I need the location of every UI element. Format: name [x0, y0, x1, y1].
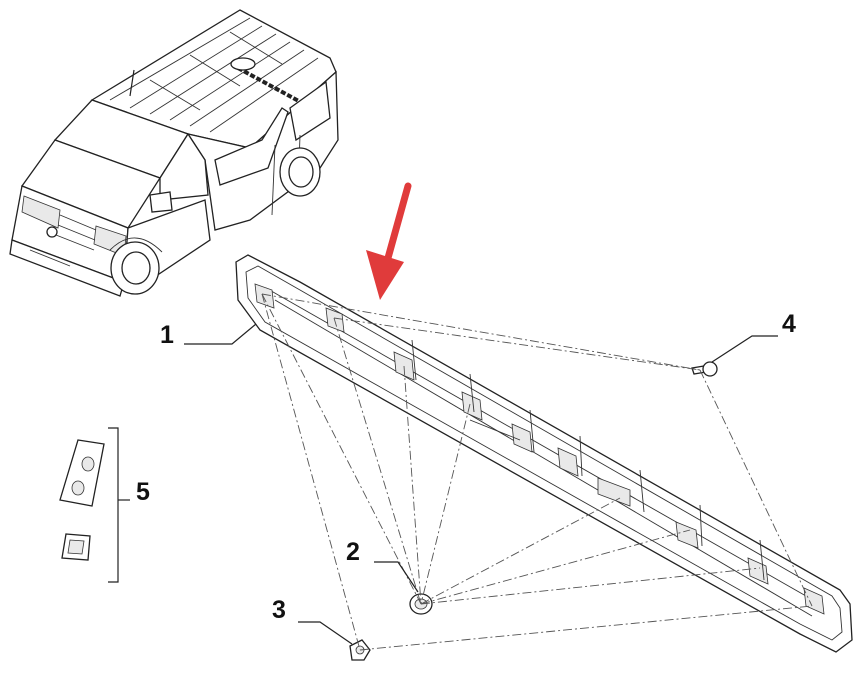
leader-lines — [184, 323, 778, 645]
assembly-lines — [261, 293, 813, 651]
callout-4: 4 — [782, 310, 796, 338]
screw-part-4 — [691, 361, 718, 377]
red-arrow-icon — [366, 182, 412, 300]
callout-3: 3 — [272, 596, 286, 624]
van-illustration — [9, 9, 339, 297]
callout-1: 1 — [160, 321, 174, 349]
callout-5: 5 — [136, 478, 150, 506]
trim-strip-part — [235, 254, 853, 653]
callout-2: 2 — [346, 538, 360, 566]
pad-part-5 — [59, 427, 130, 583]
